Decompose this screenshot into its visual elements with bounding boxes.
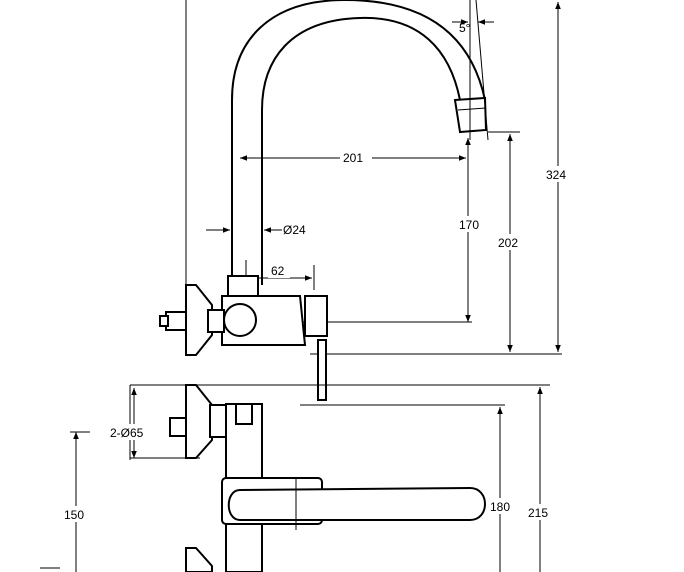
handle-length-label-bg <box>488 498 516 514</box>
total-height-label: 324 <box>546 168 566 182</box>
top-lever-handle <box>227 486 486 521</box>
spout-inner-curve <box>261 16 461 285</box>
outlet-height-label-bg <box>496 234 524 250</box>
mixer-body-circle <box>223 303 257 337</box>
body-offset-label: 62 <box>271 264 285 278</box>
spout-height-label-bg <box>456 216 484 232</box>
bottom-wall-flange <box>185 547 213 572</box>
inlet-pipe-end <box>159 315 169 327</box>
wall-flange <box>185 284 213 356</box>
outlet-height-label: 202 <box>498 236 518 250</box>
lever-base <box>304 295 328 337</box>
total-height-label-bg <box>544 166 572 182</box>
spout-reach-label-bg <box>340 148 372 164</box>
spout-outer-left <box>231 0 346 285</box>
inlet-height-label: 150 <box>64 508 84 522</box>
spout-height-label: 170 <box>459 218 479 232</box>
spout-angle-label: 5° <box>459 21 471 35</box>
total-length-label-bg <box>526 504 554 520</box>
eccentric-connector <box>207 309 225 333</box>
nozzle-detail-line <box>457 107 487 111</box>
inlet-diameter-label: 2-Ø65 <box>110 426 144 440</box>
lever-handle <box>317 339 327 401</box>
top-inlet-nut <box>169 417 187 437</box>
top-view: 2-Ø65 150 180 215 <box>40 384 554 572</box>
spout-reach-label: 201 <box>343 151 363 165</box>
inlet-diameter-label-bg <box>108 424 152 440</box>
front-view: 5° 201 Ø24 62 170 202 324 <box>159 0 572 401</box>
total-length-label: 215 <box>528 506 548 520</box>
inlet-height-label-bg <box>62 506 90 522</box>
handle-length-label: 180 <box>490 500 510 514</box>
spout-collar <box>227 275 259 299</box>
pipe-diameter-label: Ø24 <box>283 223 306 237</box>
top-wall-flange <box>185 384 213 459</box>
body-offset-label-bg <box>268 264 290 278</box>
spout-outer-curve <box>344 0 486 101</box>
top-body-cap <box>235 403 253 425</box>
